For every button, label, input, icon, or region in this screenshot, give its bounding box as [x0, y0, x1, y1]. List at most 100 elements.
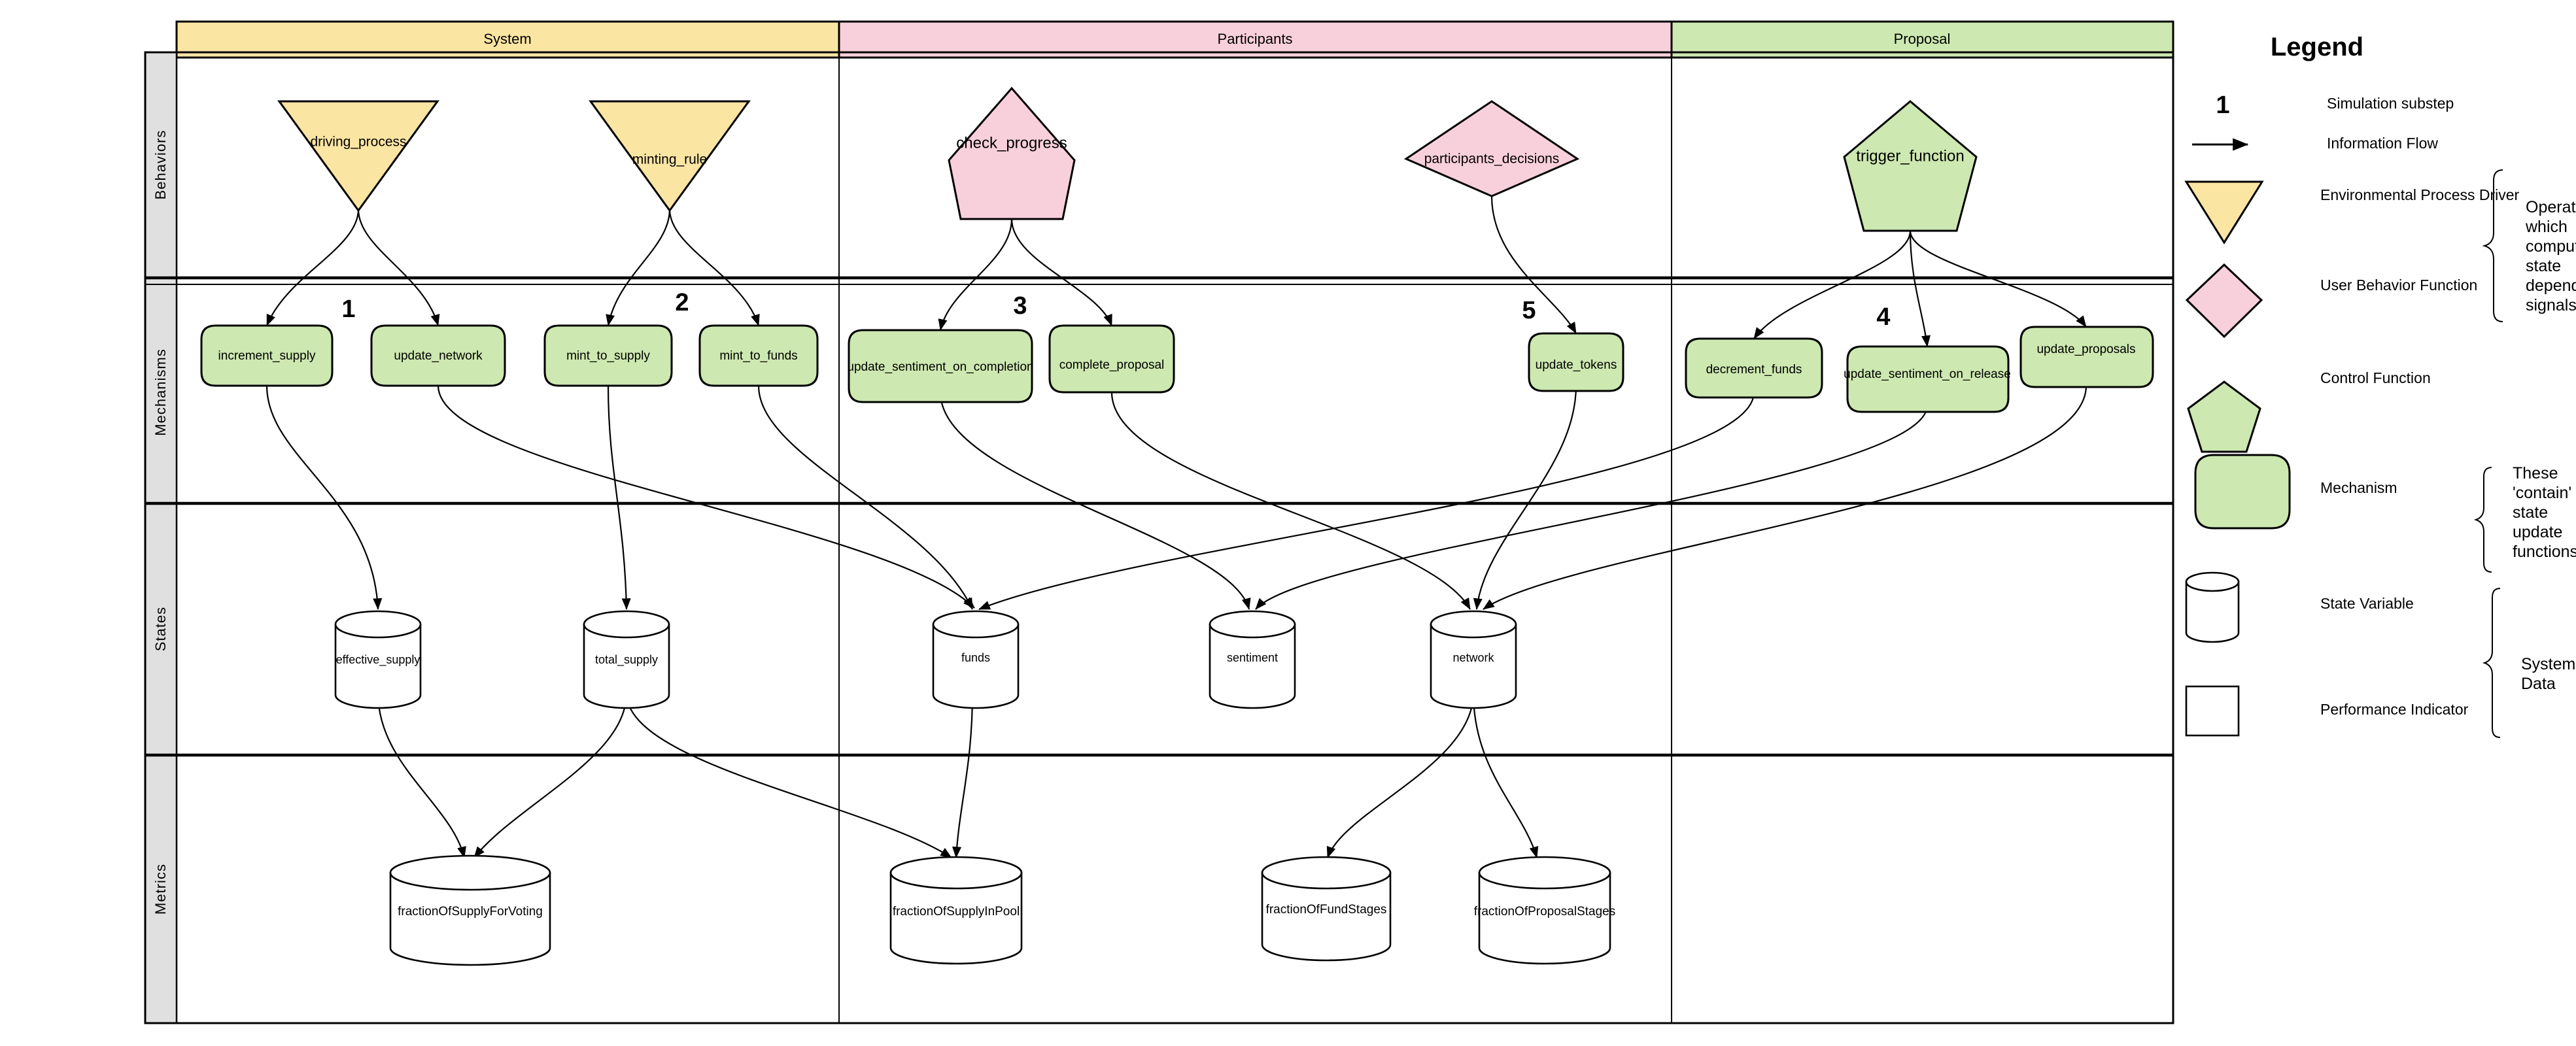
driving_process-shape[interactable] — [277, 100, 439, 212]
control-function-icon — [2187, 380, 2261, 453]
increment_supply-shape[interactable] — [200, 324, 334, 387]
legend-label-mechanism: Mechanism — [2320, 479, 2397, 496]
update_proposals-shape[interactable] — [2019, 326, 2154, 388]
funds-body[interactable] — [932, 623, 1020, 709]
edges-states-to-metrics — [377, 692, 1539, 858]
node-mint_to_funds[interactable]: mint_to_funds — [698, 324, 819, 387]
funds-top — [932, 610, 1020, 639]
node-complete_proposal[interactable]: complete_proposal — [1048, 324, 1175, 394]
operators-brace-icon — [2482, 169, 2503, 322]
fractionOfSupplyInPool-label: fractionOfSupplyInPool — [893, 905, 1020, 919]
mechanism-brace-line-2: state — [2513, 503, 2548, 522]
check_progress-shape[interactable] — [948, 86, 1076, 220]
trigger_function-shape[interactable] — [1843, 100, 1978, 232]
funds-label: funds — [961, 651, 990, 664]
edge-update_network-to-network — [437, 385, 975, 609]
fractionOfFundStages-body[interactable] — [1261, 871, 1392, 962]
node-funds[interactable]: funds — [932, 610, 1020, 709]
mechanism-brace-line-1: 'contain' — [2513, 484, 2571, 502]
node-fractionOfProposalStages[interactable]: fractionOfProposalStages — [1474, 856, 1616, 965]
edge-check_progress-to-complete_proposal — [1010, 218, 1113, 326]
node-network[interactable]: network — [1430, 610, 1517, 709]
node-update_proposals[interactable]: update_proposals — [2019, 326, 2154, 388]
node-driving_process[interactable]: driving_process — [277, 100, 439, 212]
edge-mint_to_funds-to-funds — [757, 385, 973, 610]
edge-funds-to-fractionOfSupplyInPool — [952, 692, 974, 858]
mint_to_funds-shape[interactable] — [698, 324, 819, 387]
node-increment_supply[interactable]: increment_supply — [200, 324, 334, 387]
node-total_supply[interactable]: total_supply — [583, 610, 670, 709]
user-behavior-function-icon — [2185, 263, 2263, 339]
node-sentiment[interactable]: sentiment — [1209, 610, 1296, 709]
edges-behaviors-to-mechanisms — [266, 195, 2087, 347]
update_sentiment_on_release-shape[interactable] — [1846, 345, 2010, 413]
network-body[interactable] — [1430, 623, 1517, 709]
environmental-process-driver-icon — [2184, 180, 2264, 245]
effective_supply-body[interactable] — [334, 623, 422, 709]
fractionOfSupplyInPool-body[interactable] — [889, 871, 1023, 965]
edge-complete_proposal-to-network — [1110, 392, 1471, 610]
driving_process-label: driving_process — [310, 135, 406, 150]
edge-driving_process-to-increment_supply — [266, 209, 360, 326]
operators-brace-line-1: which — [2525, 218, 2567, 236]
fractionOfSupplyForVoting-body[interactable] — [389, 871, 551, 966]
minting_rule-shape[interactable] — [589, 100, 751, 212]
edge-decrement_funds-to-funds — [978, 392, 1755, 611]
node-mint_to_supply[interactable]: mint_to_supply — [543, 324, 673, 387]
node-check_progress[interactable]: check_progress — [948, 86, 1076, 220]
substep-number-3: 3 — [1013, 292, 1027, 320]
edge-total_supply-to-fractionOfSupplyForVoting — [473, 692, 628, 858]
node-fractionOfSupplyForVoting[interactable]: fractionOfSupplyForVoting — [389, 854, 551, 966]
complete_proposal-shape[interactable] — [1048, 324, 1175, 394]
update_network-shape[interactable] — [370, 324, 506, 387]
edge-trigger_function-to-decrement_funds — [1753, 230, 1912, 339]
fractionOfFundStages-top — [1261, 856, 1392, 890]
update_tokens-shape[interactable] — [1528, 332, 1624, 392]
substep-number-2: 2 — [675, 289, 689, 316]
mechanism-nodes: increment_supply update_network mint_to_… — [200, 324, 2154, 413]
check_progress-label: check_progress — [956, 134, 1067, 152]
node-fractionOfFundStages[interactable]: fractionOfFundStages — [1261, 856, 1392, 962]
metric-nodes: fractionOfSupplyForVoting fractionOfSupp… — [389, 854, 1616, 966]
node-fractionOfSupplyInPool[interactable]: fractionOfSupplyInPool — [889, 856, 1023, 965]
node-update_sentiment_on_release[interactable]: update_sentiment_on_release — [1844, 345, 2011, 413]
node-trigger_function[interactable]: trigger_function — [1843, 100, 1978, 232]
update_sentiment_on_completion-shape[interactable] — [848, 329, 1033, 403]
node-update_tokens[interactable]: update_tokens — [1528, 332, 1624, 392]
mint_to_supply-shape[interactable] — [543, 324, 673, 387]
mechanism-brace-line-0: These — [2513, 464, 2558, 482]
edge-update_sentiment_on_release-to-sentiment — [1255, 405, 1929, 610]
fractionOfProposalStages-body[interactable] — [1478, 871, 1611, 965]
trigger_function-label: trigger_function — [1856, 147, 1964, 165]
edge-update_tokens-to-network — [1473, 385, 1577, 610]
decrement_funds-label: decrement_funds — [1706, 363, 1802, 377]
legend-label-information-flow: Information Flow — [2327, 135, 2438, 152]
edge-participants_decisions-to-update_tokens — [1490, 195, 1577, 334]
substep-number-5: 5 — [1522, 297, 1536, 324]
node-effective_supply[interactable]: effective_supply — [334, 610, 422, 709]
operators-brace-line-5: signals — [2526, 296, 2576, 314]
node-update_sentiment_on_completion[interactable]: update_sentiment_on_completion — [847, 329, 1034, 403]
legend-label-performance-indicator: Performance Indicator — [2320, 701, 2469, 718]
state-variable-icon-top — [2185, 571, 2240, 592]
decrement_funds-shape[interactable] — [1685, 337, 1823, 399]
node-minting_rule[interactable]: minting_rule — [589, 100, 751, 212]
legend-label-control-function: Control Function — [2320, 369, 2431, 386]
node-update_network[interactable]: update_network — [370, 324, 506, 387]
edge-trigger_function-to-update_sentiment_on_release — [1909, 230, 1931, 347]
participants_decisions-shape[interactable] — [1403, 100, 1580, 197]
participants_decisions-label: participants_decisions — [1424, 152, 1560, 167]
node-decrement_funds[interactable]: decrement_funds — [1685, 337, 1823, 399]
sentiment-body[interactable] — [1209, 623, 1296, 709]
diagram-frame — [144, 51, 2174, 1024]
node-participants_decisions[interactable]: participants_decisions — [1403, 100, 1580, 197]
fractionOfSupplyInPool-top — [889, 856, 1023, 890]
performance-indicator-icon — [2185, 685, 2240, 737]
system-data-brace-icon — [2482, 588, 2501, 738]
effective_supply-top — [334, 610, 422, 639]
operators-brace-line-4: dependent — [2526, 277, 2576, 295]
row-label-mechanisms: Mechanisms — [152, 348, 169, 435]
edge-effective_supply-to-fractionOfSupplyForVoting — [377, 692, 466, 858]
total_supply-body[interactable] — [583, 623, 670, 709]
